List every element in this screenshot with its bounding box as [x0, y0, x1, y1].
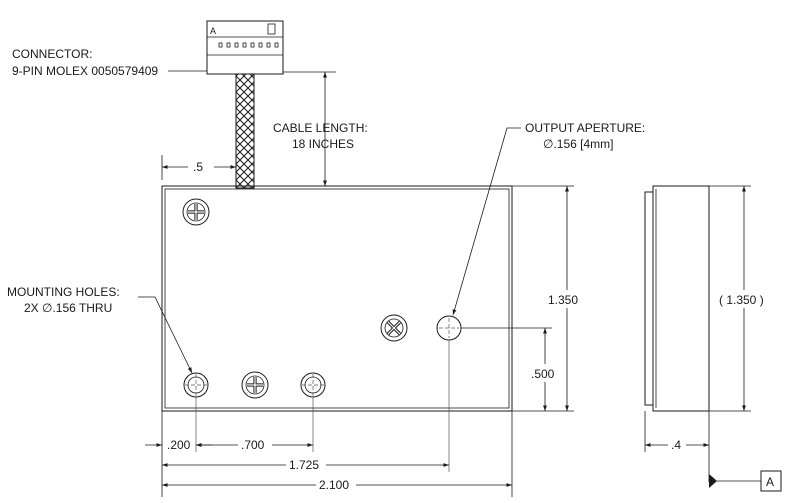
screw-icon: [380, 314, 408, 342]
output-aperture: [436, 315, 462, 341]
screw-icon: [182, 198, 210, 226]
connector-part-label: 9-PIN MOLEX 0050579409: [12, 64, 158, 78]
mounting-holes-label: MOUNTING HOLES:: [7, 285, 120, 299]
side-housing: [652, 185, 710, 412]
datum-a: A: [709, 470, 782, 492]
dim-hole-spacing: .700: [241, 438, 265, 452]
dim-height: 1.350: [548, 293, 578, 307]
dim-aperture-height: .500: [531, 367, 555, 381]
output-aperture-size: ∅.156 [4mm]: [543, 137, 613, 151]
callouts: CONNECTOR: 9-PIN MOLEX 0050579409 CABLE …: [7, 47, 645, 374]
front-view: A: [161, 20, 513, 412]
mounting-hole: [183, 372, 209, 398]
housing-outline: [161, 185, 513, 412]
mounting-holes-size: 2X ∅.156 THRU: [24, 301, 112, 315]
mounting-hole: [300, 372, 326, 398]
dim-cable-offset: .5: [193, 160, 203, 174]
housing-inner-outline: [164, 188, 510, 409]
cable-length-value: 18 INCHES: [292, 137, 354, 151]
datum-label: A: [766, 475, 774, 489]
dim-side-depth: .4: [671, 438, 681, 452]
output-aperture-label: OUTPUT APERTURE:: [525, 121, 645, 135]
cable: [235, 73, 255, 189]
dim-aperture-offset: 1.725: [289, 458, 319, 472]
connector: A: [206, 20, 284, 75]
dimensions-front: .5 1.350 .500 .200 .700 1.725: [145, 71, 587, 497]
dim-width: 2.100: [319, 478, 349, 492]
screw-icon: [241, 371, 269, 399]
connector-pins: [218, 23, 279, 48]
side-view: ( 1.350 ) .4 A: [644, 185, 782, 492]
cable-length-label: CABLE LENGTH:: [273, 121, 368, 135]
connector-label: CONNECTOR:: [12, 47, 92, 61]
connector-pin-marker: A: [210, 26, 216, 36]
dim-hole-edge: .200: [167, 438, 191, 452]
dim-side-height: ( 1.350 ): [719, 293, 764, 307]
